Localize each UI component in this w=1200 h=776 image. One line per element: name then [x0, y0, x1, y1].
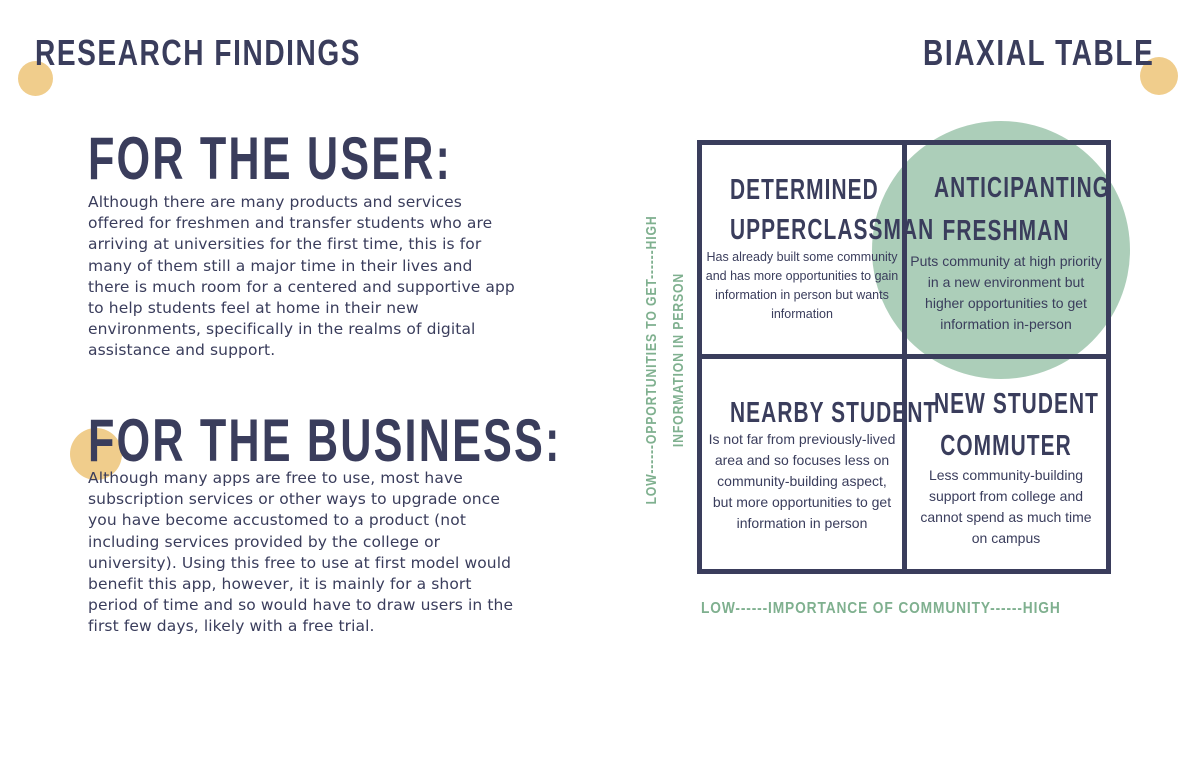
quadrant-determined-upperclassman: DETERMINED UPPERCLASSMAN Has already bui… [702, 170, 935, 324]
quadrant-description: Has already built some community and has… [705, 250, 899, 321]
quadrant-title: DETERMINED [730, 174, 879, 206]
y-axis-line1: LOW------OPPORTUNITIES TO GET------HIGH [643, 215, 660, 505]
y-axis-line2: INFORMATION IN PERSON [670, 272, 687, 448]
quadrant-description: Puts community at high priority in a new… [910, 253, 1102, 332]
quadrant-description: Less community-building support from col… [920, 467, 1092, 546]
decor-dot-business [70, 428, 122, 480]
x-axis-label: LOW------IMPORTANCE OF COMMUNITY------HI… [701, 600, 1121, 618]
quadrant-anticipanting-freshman: ANTICIPANTING FRESHMAN Puts community at… [906, 167, 1111, 335]
quadrant-title: NEW STUDENT [934, 388, 1100, 420]
research-findings-header: RESEARCH FINDINGS [35, 32, 362, 73]
grid-horizontal-divider [697, 354, 1111, 359]
biaxial-table-header: BIAXIAL TABLE [923, 32, 1155, 73]
user-section-body: Although there are many products and ser… [88, 193, 515, 360]
business-section-title: FOR THE BUSINESS: [88, 407, 562, 474]
quadrant-title: FRESHMAN [942, 215, 1070, 247]
user-section-title: FOR THE USER: [88, 125, 453, 192]
quadrant-title: COMMUTER [940, 430, 1072, 462]
y-axis-label: LOW------OPPORTUNITIES TO GET------HIGH … [638, 170, 692, 550]
quadrant-nearby-student: NEARBY STUDENT Is not far from previousl… [702, 393, 938, 534]
quadrant-title: NEARBY STUDENT [730, 397, 938, 429]
quadrant-description: Is not far from previously-lived area an… [708, 431, 896, 531]
decor-dot-top-right [1140, 57, 1178, 95]
x-axis-text: LOW------IMPORTANCE OF COMMUNITY------HI… [701, 600, 1061, 617]
decor-dot-top-left [18, 61, 53, 96]
quadrant-title: ANTICIPANTING [934, 172, 1111, 204]
highlight-circle [872, 121, 1130, 379]
quadrant-title: UPPERCLASSMAN [730, 214, 935, 246]
business-section-body: Although many apps are free to use, most… [88, 469, 514, 636]
quadrant-new-student-commuter: NEW STUDENT COMMUTER Less community-buil… [906, 383, 1106, 549]
